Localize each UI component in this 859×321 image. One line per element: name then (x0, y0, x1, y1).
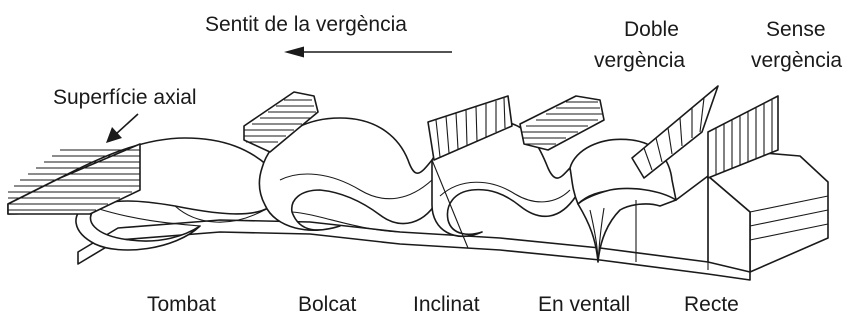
double-vergence-label-line1: Doble (624, 18, 679, 41)
fold-type-label-tombat: Tombat (147, 293, 216, 316)
no-vergence-label-line2: vergència (751, 49, 842, 72)
block-base (77, 219, 751, 281)
fold-type-label-bolcat: Bolcat (298, 293, 357, 316)
axial-surface-arrow-icon (106, 113, 139, 143)
double-vergence-label-line2: vergència (594, 49, 685, 72)
fold-inclinat (431, 120, 577, 237)
axial-plane-en-ventall-right (631, 85, 719, 179)
fold-bolcat (258, 117, 441, 232)
vergence-direction-label: Sentit de la vergència (205, 13, 407, 36)
axial-plane-tombat (7, 143, 141, 215)
fold-type-label-recte: Recte (684, 293, 739, 316)
axial-plane-inclinat (427, 95, 513, 161)
fold-type-label-inclinat: Inclinat (413, 293, 480, 316)
fold-type-label-en-ventall: En ventall (538, 293, 630, 316)
no-vergence-label-line1: Sense (766, 18, 826, 41)
axial-plane-recte (707, 95, 779, 179)
axial-plane-bolcat (243, 91, 319, 153)
vergence-arrow-icon (284, 46, 452, 58)
axial-plane-en-ventall-left (519, 95, 605, 151)
fold-block (7, 85, 829, 281)
axial-surface-label: Superfície axial (53, 86, 197, 109)
